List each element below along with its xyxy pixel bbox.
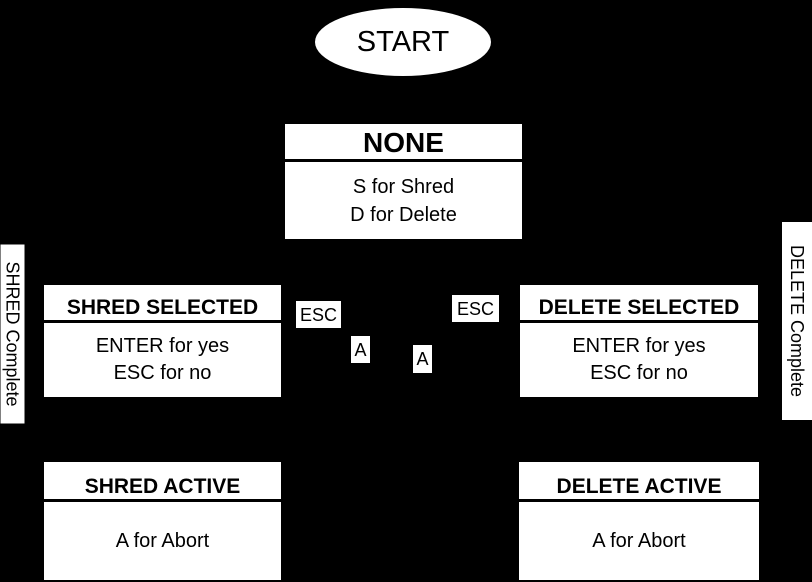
- state-line: ENTER for yes: [95, 335, 230, 357]
- state-line: ESC for no: [590, 362, 688, 384]
- state-shred-selected-body: ENTER for yes ESC for no: [44, 323, 281, 397]
- state-delete-selected-title: DELETE SELECTED: [520, 285, 758, 323]
- state-line: D for Delete: [350, 203, 457, 226]
- state-delete-active: DELETE ACTIVE A for Abort: [519, 462, 759, 580]
- edge-label-delete-complete: DELETE Complete: [782, 222, 812, 420]
- state-none-body: S for Shred D for Delete: [285, 162, 522, 239]
- state-shred-selected-title: SHRED SELECTED: [44, 285, 281, 323]
- state-line: ESC for no: [113, 362, 212, 384]
- state-shred-active: SHRED ACTIVE A for Abort: [44, 462, 281, 580]
- state-delete-selected-body: ENTER for yes ESC for no: [520, 323, 758, 397]
- state-shred-selected: SHRED SELECTED ENTER for yes ESC for no: [44, 285, 281, 397]
- edge-label-esc-right: ESC: [452, 295, 499, 322]
- state-line: ENTER for yes: [572, 335, 706, 357]
- state-shred-active-body: A for Abort: [44, 502, 281, 580]
- state-none-title: NONE: [285, 124, 522, 162]
- edge-label-a-left: A: [351, 336, 370, 363]
- state-line: S for Shred: [352, 175, 455, 198]
- start-node: START: [315, 8, 491, 76]
- edge-label-a-right: A: [413, 345, 432, 373]
- state-line: A for Abort: [115, 529, 210, 552]
- state-line: A for Abort: [592, 529, 686, 552]
- state-delete-selected: DELETE SELECTED ENTER for yes ESC for no: [520, 285, 758, 397]
- start-node-label: START: [356, 25, 450, 58]
- state-shred-active-title: SHRED ACTIVE: [44, 462, 281, 502]
- state-delete-active-body: A for Abort: [519, 502, 759, 580]
- edge-label-shred-complete: SHRED Complete: [0, 244, 25, 424]
- edge-label-esc-left: ESC: [296, 301, 341, 328]
- state-delete-active-title: DELETE ACTIVE: [519, 462, 759, 502]
- state-none: NONE S for Shred D for Delete: [285, 124, 522, 239]
